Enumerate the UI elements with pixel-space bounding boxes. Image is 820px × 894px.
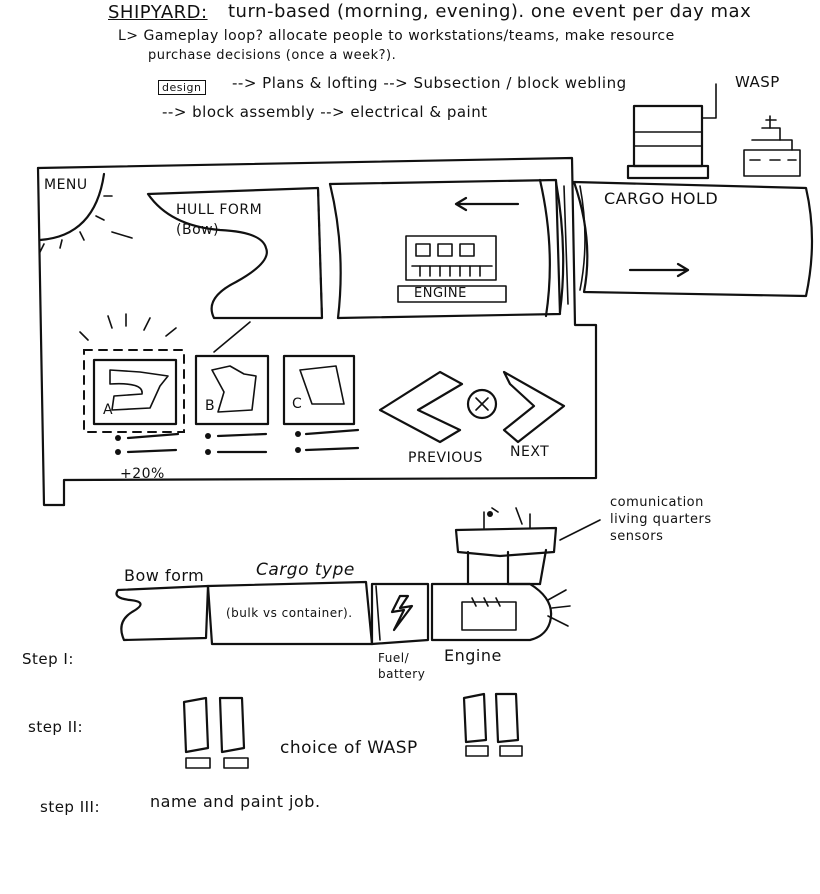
option-card-a[interactable] (79, 313, 185, 433)
pipeline-note-1: --> Plans & lofting --> Subsection / blo… (232, 74, 627, 92)
engine-sketch (397, 235, 507, 303)
title-shipyard: SHIPYARD: (108, 2, 208, 23)
option-stats-lines (115, 428, 360, 455)
sensors-pointer (559, 519, 601, 541)
ship-profile-engine-section (430, 582, 571, 642)
ship-superstructure-sketch (454, 507, 558, 586)
design-box-label: design (158, 80, 206, 95)
cargo-hold-label: CARGO HOLD (604, 189, 719, 208)
pipeline-note-2: --> block assembly --> electrical & pain… (162, 103, 488, 121)
option-b-letter: B (205, 398, 216, 414)
fuel-battery-label: Fuel/ battery (378, 651, 426, 681)
wasp-choice-text: choice of WASP (280, 738, 418, 758)
menu-pointer (111, 231, 133, 239)
hull-option-pointer (213, 321, 251, 353)
hull-form-bow (146, 186, 324, 320)
scroll-right-arrow[interactable] (628, 262, 690, 278)
cargo-type-label: Cargo type (256, 560, 355, 580)
menu-corner[interactable] (38, 172, 113, 253)
next-button[interactable]: NEXT (510, 444, 550, 460)
hull-sections-strip (328, 178, 569, 320)
wasp-label: WASP (735, 73, 780, 91)
gameplay-loop-note: L> Gameplay loop? allocate people to wor… (118, 28, 675, 44)
ship-profile-fuel (370, 582, 430, 646)
communication-living-sensors-note: comunication living quarters sensors (610, 495, 712, 544)
scroll-left-arrow[interactable] (454, 196, 520, 212)
option-c-letter: C (292, 396, 303, 412)
engine-step-label: Engine (444, 646, 502, 665)
bridge-sketch-top (743, 115, 801, 177)
next-chevron-icon[interactable] (502, 370, 566, 444)
paint-job-text: name and paint job. (150, 792, 321, 811)
step-1-label: Step I: (22, 650, 74, 668)
turn-based-note: turn-based (morning, evening). one event… (228, 1, 752, 22)
hull-form-label: HULL FORM (Bow) (176, 202, 263, 238)
wasp-choice-sails-right[interactable] (462, 692, 523, 757)
game-ui-frame (36, 156, 598, 507)
cargo-type-text: (bulk vs container). (226, 606, 353, 620)
previous-button[interactable]: PREVIOUS (408, 450, 483, 466)
bonus-percent: +20% (120, 466, 165, 482)
bow-form-label: Bow form (124, 566, 205, 585)
close-icon[interactable] (466, 388, 498, 420)
step-3-label: step III: (40, 798, 101, 816)
option-card-b[interactable] (194, 354, 270, 426)
previous-chevron-icon[interactable] (378, 370, 464, 444)
step-2-label: step II: (28, 718, 84, 736)
purchase-note: purchase decisions (once a week?). (148, 48, 397, 63)
option-a-letter: A (103, 402, 114, 418)
menu-button-label[interactable]: MENU (44, 177, 88, 193)
ship-profile-bow (115, 584, 210, 642)
cargo-hold-section (572, 180, 814, 298)
wasp-sail-sketch (626, 83, 717, 180)
wasp-choice-sails-left[interactable] (182, 696, 249, 769)
engine-label: ENGINE (414, 286, 467, 301)
option-card-c[interactable] (282, 354, 356, 426)
